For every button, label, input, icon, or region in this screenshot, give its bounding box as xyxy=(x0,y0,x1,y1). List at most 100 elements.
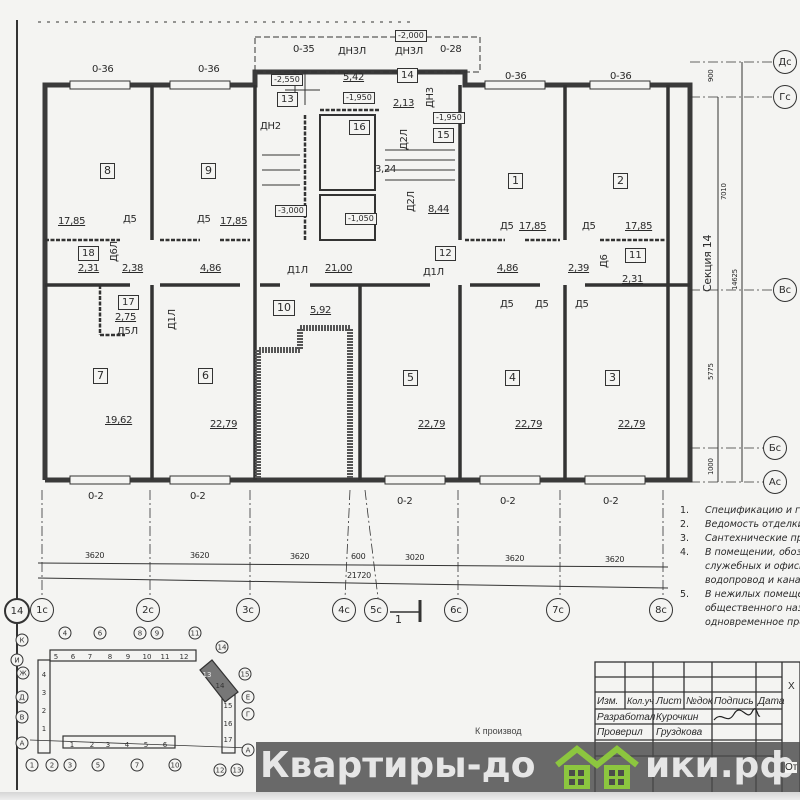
level-mark: -1,950 xyxy=(433,112,465,124)
area-label: 4,86 xyxy=(200,263,222,274)
key-plan xyxy=(29,649,251,754)
house-logo-icon xyxy=(555,745,639,789)
key-axis: 1 xyxy=(30,762,34,770)
scan-edge xyxy=(0,792,800,800)
key-axis: Е xyxy=(246,694,250,702)
window-label: 0-28 xyxy=(440,44,462,55)
key-axis: И xyxy=(14,657,19,665)
key-axis: 12 xyxy=(216,767,225,775)
room-number: 18 xyxy=(78,246,99,261)
area-label: 21,00 xyxy=(325,263,353,274)
note-number: 5. xyxy=(680,589,690,600)
door-label: Д2Л xyxy=(406,191,417,212)
key-axis: Д xyxy=(19,694,25,702)
door-label: Д6Л xyxy=(109,241,120,262)
header-cell: Дата xyxy=(758,696,785,707)
door-label: ДН3Л xyxy=(395,46,424,57)
door-label: Д5 xyxy=(500,299,514,310)
dimension: 600 xyxy=(351,552,366,561)
note-number: 1. xyxy=(680,505,690,516)
dimension: 3620 xyxy=(190,551,210,560)
key-axis: 4 xyxy=(63,630,68,638)
signature xyxy=(713,708,761,721)
key-section: 1 xyxy=(70,741,74,749)
window-label: 0-36 xyxy=(505,71,527,82)
door-label: Д5 xyxy=(535,299,549,310)
room-number: 14 xyxy=(397,68,418,83)
key-axis: 6 xyxy=(98,630,103,638)
room-area: 22,79 xyxy=(418,419,446,430)
axis-marker: 4с xyxy=(332,598,356,622)
header-cell: Изм. xyxy=(597,696,619,707)
watermark-text: ики.рф xyxy=(645,745,796,786)
dimension-total: 21720 xyxy=(347,571,371,580)
key-plan-labels: К И Ж Д В А 4 6 8 9 11 1 2 3 5 7 10 14 1… xyxy=(10,626,255,777)
role-cell: Разработал xyxy=(597,712,656,723)
axis-marker: Бс xyxy=(763,436,787,460)
area-label: 8,44 xyxy=(428,204,450,215)
dimension: 3620 xyxy=(505,554,525,563)
role-cell: Проверил xyxy=(597,727,643,738)
room-number: 13 xyxy=(277,92,298,107)
room-number: 15 xyxy=(433,128,454,143)
room-number: 10 xyxy=(273,300,295,317)
room-area: 17,85 xyxy=(519,221,547,232)
room-area: 22,79 xyxy=(210,419,238,430)
area-label: 2,39 xyxy=(568,263,590,274)
room-area: 2,31 xyxy=(78,263,100,274)
key-axis: 2 xyxy=(50,762,54,770)
axis-marker: 6с xyxy=(444,598,468,622)
name-cell: Курочкин xyxy=(656,712,699,723)
note-number: 2. xyxy=(680,519,690,530)
level-mark: -2,550 xyxy=(271,74,303,86)
door-label: ДН3Л xyxy=(338,46,367,57)
window-label: 0-2 xyxy=(190,491,206,502)
key-section: 5 xyxy=(54,653,58,661)
dimension: 3020 xyxy=(405,553,425,562)
dimension: 3620 xyxy=(85,551,105,560)
axis-marker: 7с xyxy=(546,598,570,622)
room-area: 22,79 xyxy=(515,419,543,430)
room-number: 9 xyxy=(201,163,216,180)
key-section: 15 xyxy=(224,702,233,710)
note-text: В помещении, обозн xyxy=(705,547,800,558)
key-section: 2 xyxy=(90,741,94,749)
dimension: 7010 xyxy=(720,183,728,200)
dimension-total: 14625 xyxy=(731,269,739,290)
note-number: 4. xyxy=(680,547,690,558)
key-axis: А xyxy=(246,747,251,755)
key-section: 3 xyxy=(42,689,46,697)
section-number-badge: 14 xyxy=(4,598,30,624)
key-section: 6 xyxy=(163,741,168,749)
key-axis: В xyxy=(20,714,25,722)
key-axis: 13 xyxy=(233,767,242,775)
axis-marker: Ас xyxy=(763,470,787,494)
door-label: Д5 xyxy=(123,214,137,225)
door-label: Д1Л xyxy=(423,267,444,278)
key-axis: 3 xyxy=(68,762,72,770)
axis-marker: 8с xyxy=(649,598,673,622)
note-text: общественного назно xyxy=(705,603,800,614)
key-section: 1 xyxy=(42,725,46,733)
key-section: 5 xyxy=(144,741,148,749)
name-cell: Груздкова xyxy=(656,727,703,738)
title-cell: Х xyxy=(788,681,795,692)
key-axis: 8 xyxy=(138,630,142,638)
door-label: ДН2 xyxy=(260,121,281,132)
room-area: 3,24 xyxy=(375,164,397,175)
door-label: Д5 xyxy=(582,221,596,232)
key-axis: 15 xyxy=(241,671,250,679)
dimension: 3620 xyxy=(605,555,625,564)
note-text: В нежилых помещен xyxy=(705,589,800,600)
door-label: Д5 xyxy=(197,214,211,225)
room-number: 11 xyxy=(625,248,646,263)
window-label: 0-36 xyxy=(610,71,632,82)
door-label: Д2Л xyxy=(399,129,410,150)
area-label: 5,42 xyxy=(343,72,365,83)
header-cell: Лист xyxy=(656,696,682,707)
axis-marker: 3с xyxy=(236,598,260,622)
note-number: 3. xyxy=(680,533,690,544)
room-number: 12 xyxy=(435,246,456,261)
room-area: 17,85 xyxy=(625,221,653,232)
watermark-text: Квартиры-до xyxy=(260,745,536,786)
